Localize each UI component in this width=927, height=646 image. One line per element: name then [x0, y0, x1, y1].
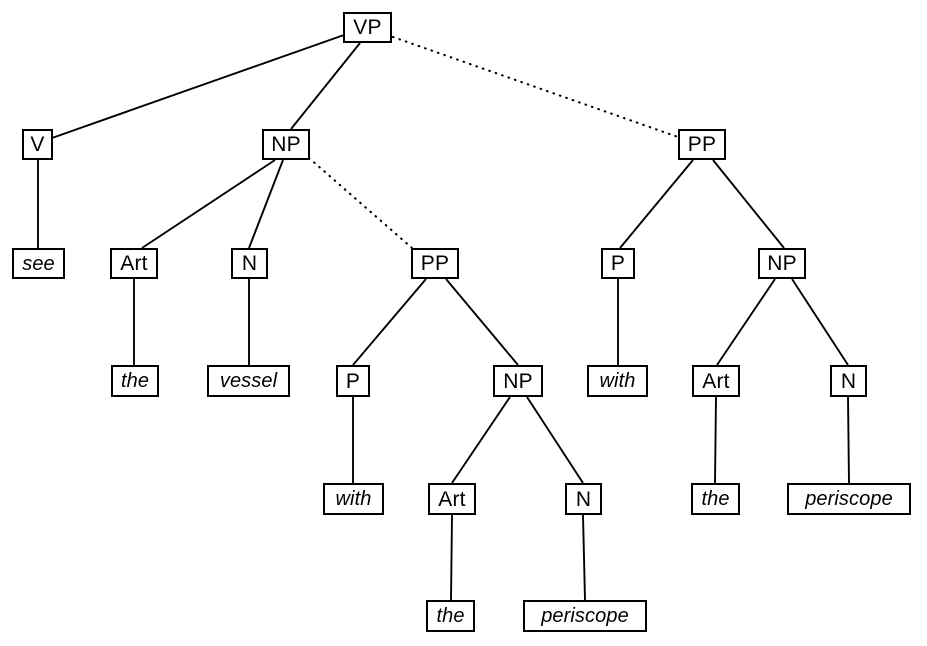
- tree-edge-np-low-n: [526, 396, 584, 484]
- tree-node-pp-low: PP: [411, 248, 459, 279]
- tree-edge-np1-art1: [141, 159, 276, 249]
- tree-node-pp-right: PP: [678, 129, 726, 160]
- tree-node-n-right: N: [830, 365, 867, 397]
- tree-node-the-low: the: [426, 600, 475, 632]
- tree-node-with-low: with: [323, 483, 384, 515]
- tree-edge-art-low-the: [450, 514, 453, 601]
- tree-node-periscope-r: periscope: [787, 483, 911, 515]
- tree-node-np-low: NP: [493, 365, 543, 397]
- tree-node-art-low: Art: [428, 483, 476, 515]
- tree-node-np-right: NP: [758, 248, 806, 279]
- tree-node-n-low: N: [565, 483, 602, 515]
- tree-edge-np-right-art: [716, 278, 776, 366]
- tree-edge-vp-v: [51, 34, 345, 139]
- tree-edge-pp-right-np: [712, 159, 785, 249]
- tree-node-vp: VP: [343, 12, 392, 43]
- tree-edge-np1-n1: [248, 159, 284, 249]
- tree-node-periscope-l: periscope: [523, 600, 647, 632]
- tree-node-p-low: P: [336, 365, 370, 397]
- tree-edge-pp-low-np: [445, 278, 519, 366]
- tree-edge-np1-pp-low: [307, 156, 414, 250]
- tree-node-the-right: the: [691, 483, 740, 515]
- tree-node-p-right: P: [601, 248, 635, 279]
- tree-edge-art-right-the: [714, 396, 717, 484]
- tree-node-v: V: [22, 129, 53, 160]
- tree-node-art-right: Art: [692, 365, 740, 397]
- tree-node-n1: N: [231, 248, 268, 279]
- tree-node-see: see: [12, 248, 65, 279]
- tree-node-vessel: vessel: [207, 365, 290, 397]
- tree-node-with-right: with: [587, 365, 648, 397]
- tree-edge-pp-right-p: [619, 159, 694, 249]
- tree-node-np1: NP: [262, 129, 310, 160]
- tree-edge-pp-low-p: [352, 278, 427, 366]
- tree-edge-np-right-n: [791, 278, 849, 366]
- tree-edge-n-right-periscope: [847, 396, 850, 484]
- tree-edge-vp-np1: [290, 42, 361, 130]
- tree-edge-vp-pp-right: [391, 35, 680, 139]
- tree-edge-np-low-art: [451, 396, 511, 484]
- tree-node-the1: the: [111, 365, 159, 397]
- tree-node-art1: Art: [110, 248, 158, 279]
- tree-edge-n-low-periscope: [582, 514, 586, 601]
